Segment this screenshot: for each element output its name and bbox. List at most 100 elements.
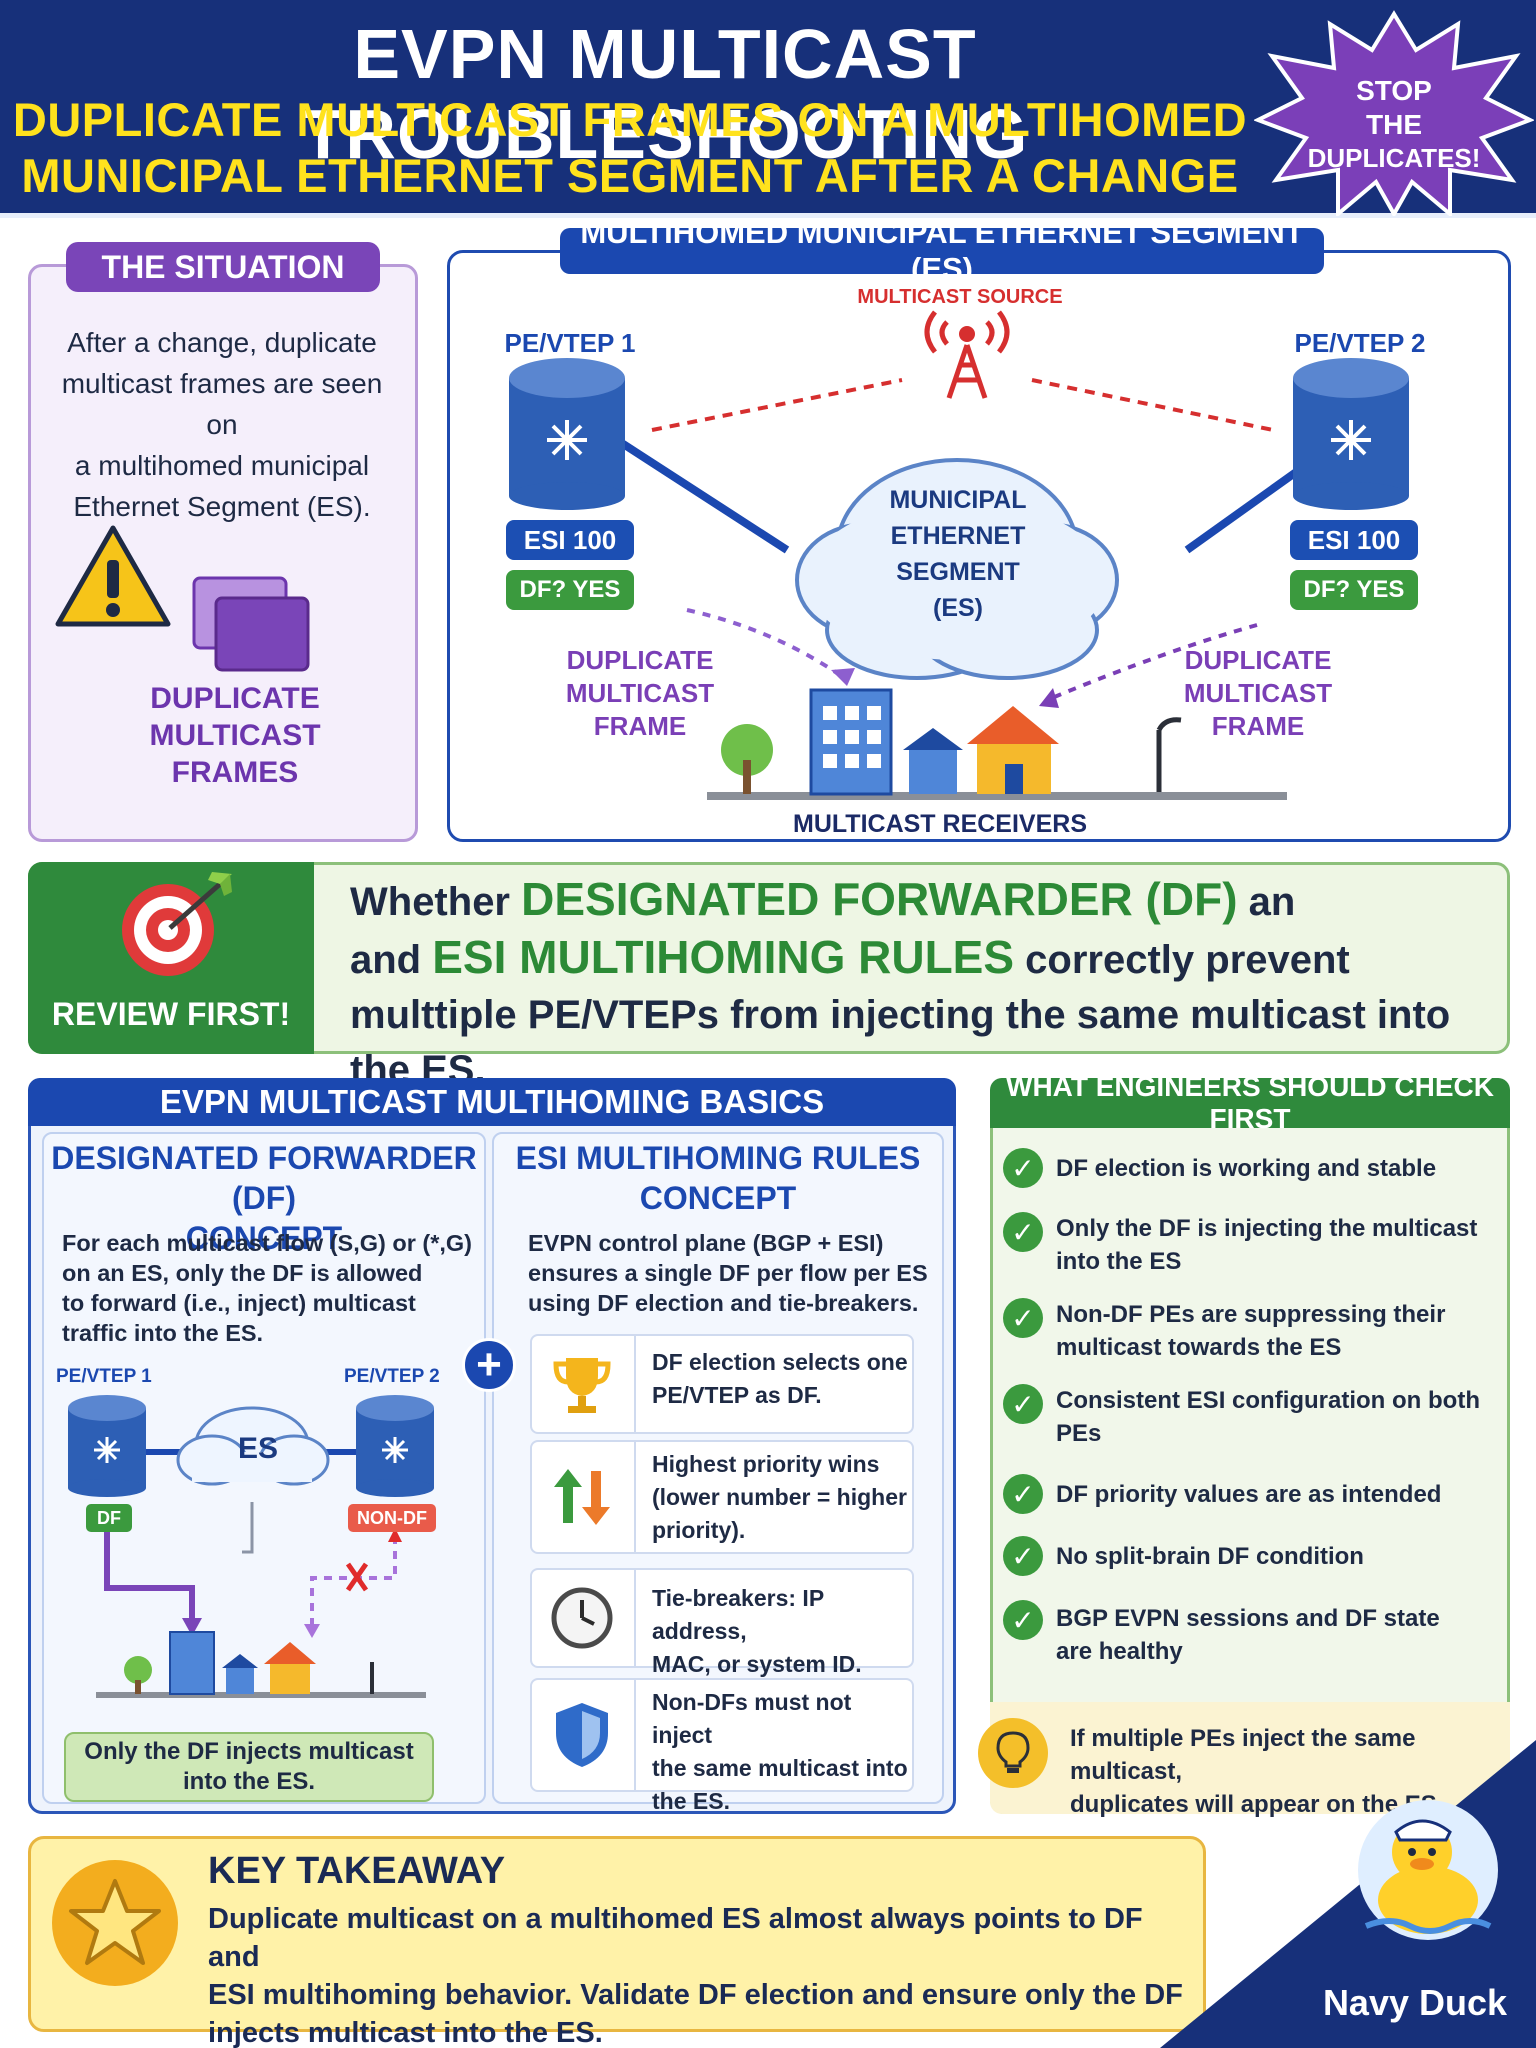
dup-left-line: DUPLICATE xyxy=(566,645,714,675)
duck-logo-icon xyxy=(1364,1819,1492,1934)
check-line: BGP EVPN sessions and DF state xyxy=(1056,1605,1440,1632)
review-text-line: multtiple PE/VTEPs from injecting the sa… xyxy=(350,993,1451,1092)
rule-line: Tie-breakers: IP address, xyxy=(652,1585,824,1644)
rule-line: MAC, or system ID. xyxy=(652,1651,862,1677)
basics-title: EVPN MULTICAST MULTIHOMING BASICS xyxy=(28,1078,956,1126)
dup-left-line: MULTICAST xyxy=(565,678,715,708)
situation-text-line: Ethernet Segment (ES). xyxy=(73,491,371,522)
esi-highlight: ESI MULTIHOMING RULES xyxy=(432,931,1015,983)
dup-label-line: MULTICAST xyxy=(149,719,321,752)
df-title-line: CONCEPT xyxy=(185,1220,343,1256)
esi-concept-text: EVPN control plane (BGP + ESI) ensures a… xyxy=(528,1228,938,1318)
starburst-text-3: DUPLICATES! xyxy=(1308,143,1481,173)
takeaway-line: ESI multihoming behavior. Validate DF el… xyxy=(208,1979,1183,2011)
check-line: DF priority values are as intended xyxy=(1056,1481,1442,1508)
dup-right-line: DUPLICATE xyxy=(1184,645,1332,675)
situation-text: After a change, duplicate multicast fram… xyxy=(46,322,398,527)
df-concept-title: DESIGNATED FORWARDER (DF) CONCEPT xyxy=(42,1138,486,1258)
plus-icon: + xyxy=(462,1338,516,1392)
cloud-label: MUNICIPAL ETHERNET SEGMENT (ES) xyxy=(858,482,1058,626)
non-df-blocked-arrow xyxy=(310,1536,397,1628)
mini-router-pe1-icon xyxy=(68,1395,146,1497)
takeaway-line: injects multicast into the ES. xyxy=(208,2017,603,2048)
esi-text-line: using DF election and tie-breakers. xyxy=(528,1290,919,1316)
key-takeaway-box xyxy=(28,1836,1206,2032)
esi-badge-pe1: ESI 100 xyxy=(506,520,634,560)
review-text-part: Whether xyxy=(350,880,522,924)
multicast-source-label: MULTICAST SOURCE xyxy=(857,286,1063,308)
trophy-icon xyxy=(530,1334,636,1434)
brand-corner xyxy=(1160,1740,1536,2048)
df-only-line: Only the DF injects multicast xyxy=(84,1738,414,1765)
mini-es-label: ES xyxy=(237,1432,279,1465)
takeaway-line: Duplicate multicast on a multihomed ES a… xyxy=(208,1903,1143,1973)
warning-icon xyxy=(55,525,171,627)
receivers-label: MULTICAST RECEIVERS xyxy=(793,810,1087,838)
df-text-line: traffic into the ES. xyxy=(62,1320,264,1346)
duplicate-frames-icon xyxy=(192,576,310,672)
esi-text-line: ensures a single DF per flow per ES xyxy=(528,1260,928,1286)
review-text-part: and xyxy=(350,938,433,982)
priority-arrows-icon xyxy=(530,1440,636,1554)
starburst-text-1: STOP xyxy=(1356,75,1432,106)
receivers-city-icon xyxy=(707,688,1287,800)
checks-title: WHAT ENGINEERS SHOULD CHECK FIRST xyxy=(990,1071,1510,1134)
df-title-line: DESIGNATED FORWARDER (DF) xyxy=(51,1140,477,1216)
check-icon: ✓ xyxy=(1003,1384,1043,1424)
target-icon xyxy=(122,872,232,976)
df-only-note: Only the DF injects multicast into the ES… xyxy=(64,1732,434,1802)
check-item: DF priority values are as intended xyxy=(1056,1478,1496,1511)
antenna-icon xyxy=(924,310,1010,399)
router-pe2-icon xyxy=(1293,358,1409,510)
situation-text-line: a multihomed municipal xyxy=(74,450,370,481)
source-link-left xyxy=(651,378,903,432)
starburst-text-2: THE xyxy=(1366,109,1422,140)
mini-pe2-label: PE/VTEP 2 xyxy=(344,1366,440,1387)
checks-panel xyxy=(990,1078,1510,1814)
check-line: multicast towards the ES xyxy=(1056,1334,1342,1361)
rule-line: the ES. xyxy=(652,1788,730,1814)
esi-text-line: EVPN control plane (BGP + ESI) xyxy=(528,1230,884,1256)
clock-icon xyxy=(530,1568,636,1668)
router-pe1-icon xyxy=(509,358,625,510)
rule-text-non-df: Non-DFs must not inject the same multica… xyxy=(652,1686,914,1818)
df-text-line: on an ES, only the DF is allowed xyxy=(62,1260,423,1286)
review-text: Whether DESIGNATED FORWARDER (DF) an and… xyxy=(350,872,1500,1098)
mini-pe1-label: PE/VTEP 1 xyxy=(56,1366,152,1387)
check-line: DF election is working and stable xyxy=(1056,1155,1437,1182)
esi-badge-pe2: ESI 100 xyxy=(1290,520,1418,560)
duplicate-frames-label: DUPLICATE MULTICAST FRAMES xyxy=(60,680,410,791)
situation-title: THE SITUATION xyxy=(66,242,380,292)
dup-right-line: MULTICAST xyxy=(1183,678,1333,708)
df-badge-pe2: DF? YES xyxy=(1290,570,1418,610)
cloud-label-line: MUNICIPAL xyxy=(889,486,1027,514)
takeaway-text: Duplicate multicast on a multihomed ES a… xyxy=(208,1900,1188,2048)
dup-label-line: FRAMES xyxy=(171,756,299,789)
esi-title-line: CONCEPT xyxy=(639,1180,797,1216)
check-line: No split-brain DF condition xyxy=(1056,1543,1364,1570)
check-icon: ✓ xyxy=(1003,1474,1043,1514)
rule-line: priority). xyxy=(652,1517,746,1543)
check-icon: ✓ xyxy=(1003,1298,1043,1338)
esi-title-line: ESI MULTIHOMING RULES xyxy=(515,1140,921,1176)
cloud-label-line: ETHERNET xyxy=(890,522,1026,550)
stop-duplicates-starburst: STOP THE DUPLICATES! xyxy=(1254,10,1534,216)
situation-text-line: multicast frames are seen on xyxy=(61,368,383,440)
blocked-x-icon xyxy=(345,1562,369,1592)
df-text-line: to forward (i.e., inject) multicast xyxy=(62,1290,416,1316)
tip-text: If multiple PEs inject the same multicas… xyxy=(1070,1722,1500,1821)
duplicate-frame-label-right: DUPLICATE MULTICAST FRAME xyxy=(1166,644,1350,743)
df-only-line: into the ES. xyxy=(183,1768,315,1795)
df-badge-pe1: DF? YES xyxy=(506,570,634,610)
subtitle-line-2: MUNICIPAL ETHERNET SEGMENT AFTER A CHANG… xyxy=(21,149,1239,202)
check-icon: ✓ xyxy=(1003,1600,1043,1640)
pe1-link xyxy=(614,436,790,554)
dup-label-line: DUPLICATE xyxy=(150,682,320,715)
check-item: DF election is working and stable xyxy=(1056,1152,1496,1185)
rule-line: DF election selects one xyxy=(652,1349,908,1375)
df-forward-arrow xyxy=(104,1530,195,1624)
mini-nondf-badge: NON-DF xyxy=(348,1504,436,1532)
duplicate-arrow-left xyxy=(686,608,849,682)
check-icon: ✓ xyxy=(1003,1212,1043,1252)
